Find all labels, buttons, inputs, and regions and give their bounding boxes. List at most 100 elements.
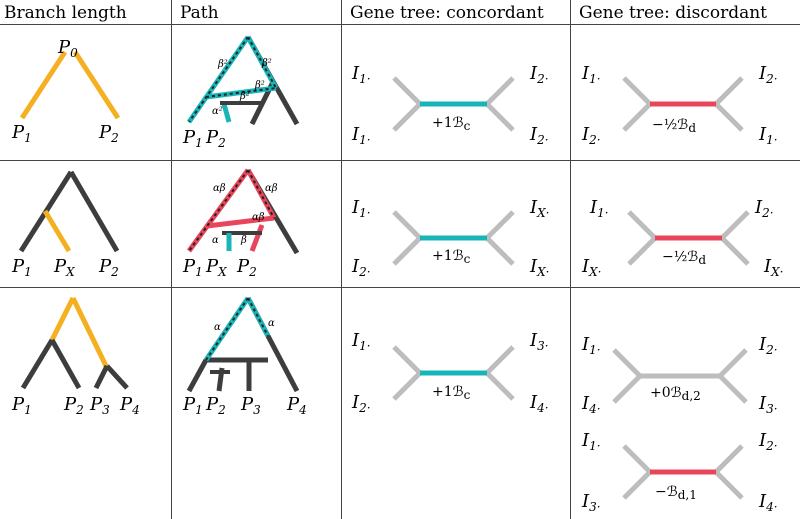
row2-label-px: PX bbox=[53, 256, 75, 279]
row3-branch-tree bbox=[20, 296, 129, 390]
row1-path-tree bbox=[186, 35, 300, 126]
gene-branch-right-bottom bbox=[714, 470, 744, 500]
row3-path-label-p3: P3 bbox=[240, 394, 261, 417]
row2-disc-weight: −½ℬd bbox=[662, 249, 706, 267]
row1-branch-tree bbox=[19, 50, 121, 120]
gene-branch-left-top bbox=[392, 210, 422, 240]
row2-path-ab-2: αβ bbox=[265, 183, 278, 194]
gene-branch-left-top bbox=[627, 210, 657, 240]
row1-path-beta-2: β² bbox=[261, 58, 272, 69]
row3-discordant-gene-tree-2 bbox=[622, 444, 744, 500]
gene-branch-left-bottom bbox=[622, 102, 652, 132]
row2-path-label-p2: P2 bbox=[236, 256, 257, 279]
row2-conc-weight: +1ℬc bbox=[432, 248, 471, 266]
row3-path-label-p2: P2 bbox=[205, 394, 226, 417]
row3-path-tree bbox=[186, 296, 300, 393]
row2-disc-label-rb: IX· bbox=[763, 256, 783, 279]
row3-path-alpha-2: α bbox=[268, 318, 275, 329]
gene-branch-right-top bbox=[714, 444, 744, 474]
row1-disc-weight: −½ℬd bbox=[652, 117, 696, 135]
gene-branch-right-top bbox=[720, 210, 750, 240]
row1-disc-label-lb: I2· bbox=[581, 124, 601, 147]
gene-branch-left-top bbox=[622, 444, 652, 474]
header-branch-length: Branch length bbox=[4, 3, 127, 23]
row2-path-tree bbox=[186, 168, 300, 255]
row1-conc-label-rb: I2· bbox=[529, 124, 549, 147]
gene-branch-left-bottom bbox=[612, 374, 642, 404]
row1-label-p0: P0 bbox=[57, 37, 78, 60]
row2-path-beta: β bbox=[240, 235, 247, 246]
row2-conc-label-rt: IX· bbox=[529, 197, 549, 220]
gene-branch-right-bottom bbox=[714, 102, 744, 132]
row3-disc1-label-rb: I3· bbox=[758, 393, 778, 416]
row2-discordant-gene-tree bbox=[627, 210, 750, 266]
row2-disc-label-lb: IX· bbox=[581, 256, 601, 279]
gene-branch-right-bottom bbox=[720, 236, 750, 266]
row2-conc-label-lb: I2· bbox=[351, 256, 371, 279]
row1-label-p1: P1 bbox=[11, 122, 32, 145]
row3-path-alpha-1: α bbox=[214, 322, 221, 333]
row2-branch-tree bbox=[18, 170, 120, 253]
row2-disc-label-rt: I2· bbox=[754, 197, 774, 220]
header-path: Path bbox=[180, 3, 219, 23]
row2-conc-label-lt: I1· bbox=[351, 197, 371, 220]
row1-conc-label-rt: I2· bbox=[529, 63, 549, 86]
row3-path-label-p1: P1 bbox=[182, 394, 203, 417]
row1-disc-label-lt: I1· bbox=[581, 63, 601, 86]
gene-branch-left-bottom bbox=[392, 371, 422, 401]
gene-branch-left-top bbox=[612, 348, 642, 378]
row2-conc-label-rb: IX· bbox=[529, 256, 549, 279]
row1-path-beta-3: β² bbox=[254, 80, 265, 91]
row1-conc-label-lt: I1· bbox=[351, 63, 371, 86]
row3-disc2-weight: −ℬd,1 bbox=[655, 484, 697, 502]
row2-path-ab-1: αβ bbox=[213, 183, 226, 194]
row3-disc1-label-rt: I2· bbox=[758, 334, 778, 357]
gene-branch-right-bottom bbox=[718, 374, 748, 404]
row1-path-label-p2: P2 bbox=[205, 127, 226, 150]
row2-label-p2: P2 bbox=[98, 256, 119, 279]
gene-branch-left-bottom bbox=[627, 236, 657, 266]
row3-label-p1: P1 bbox=[11, 394, 32, 417]
row3-conc-label-rb: I4· bbox=[529, 392, 549, 415]
row3-disc2-label-lb: I3· bbox=[581, 491, 601, 514]
gene-branch-right-top bbox=[714, 76, 744, 106]
row3-conc-weight: +1ℬc bbox=[432, 384, 471, 402]
row1-disc-label-rb: I1· bbox=[758, 124, 778, 147]
row1-conc-weight: +1ℬc bbox=[432, 115, 471, 133]
header-concordant: Gene tree: concordant bbox=[350, 3, 544, 23]
row2-path-label-p1: P1 bbox=[182, 256, 203, 279]
row3-label-p2: P2 bbox=[63, 394, 84, 417]
row1-concordant-gene-tree bbox=[392, 76, 515, 132]
row2-disc-label-lt: I1· bbox=[589, 197, 609, 220]
row2-path-alpha: α bbox=[212, 235, 219, 246]
gene-branch-left-bottom bbox=[622, 470, 652, 500]
row3-disc2-label-rb: I4· bbox=[758, 491, 778, 514]
row3-concordant-gene-tree bbox=[392, 345, 515, 401]
row1-path-alpha: α² bbox=[212, 106, 223, 117]
row1-disc-label-rt: I2· bbox=[758, 63, 778, 86]
row2-path-ab-3: αβ bbox=[252, 212, 265, 223]
row1-path-label-p1: P1 bbox=[182, 127, 203, 150]
row3-disc1-label-lb: I4· bbox=[581, 393, 601, 416]
row3-disc2-label-lt: I1· bbox=[581, 430, 601, 453]
row2-label-p1: P1 bbox=[11, 256, 32, 279]
gene-branch-right-bottom bbox=[485, 236, 515, 266]
gene-branch-left-top bbox=[392, 76, 422, 106]
gene-branch-right-bottom bbox=[485, 102, 515, 132]
row3-label-p3: P3 bbox=[89, 394, 110, 417]
row1-conc-label-lb: I1· bbox=[351, 124, 371, 147]
row3-conc-label-rt: I3· bbox=[529, 330, 549, 353]
gene-branch-right-top bbox=[485, 210, 515, 240]
gene-branch-right-top bbox=[718, 348, 748, 378]
gene-branch-right-bottom bbox=[485, 371, 515, 401]
row3-conc-label-lt: I1· bbox=[351, 330, 371, 353]
gene-branch-left-top bbox=[392, 345, 422, 375]
row1-label-p2: P2 bbox=[98, 122, 119, 145]
gene-branch-left-top bbox=[622, 76, 652, 106]
gene-branch-right-top bbox=[485, 76, 515, 106]
row3-disc1-label-lt: I1· bbox=[581, 334, 601, 357]
row3-disc1-weight: +0ℬd,2 bbox=[650, 385, 701, 403]
row3-disc2-label-rt: I2· bbox=[758, 430, 778, 453]
